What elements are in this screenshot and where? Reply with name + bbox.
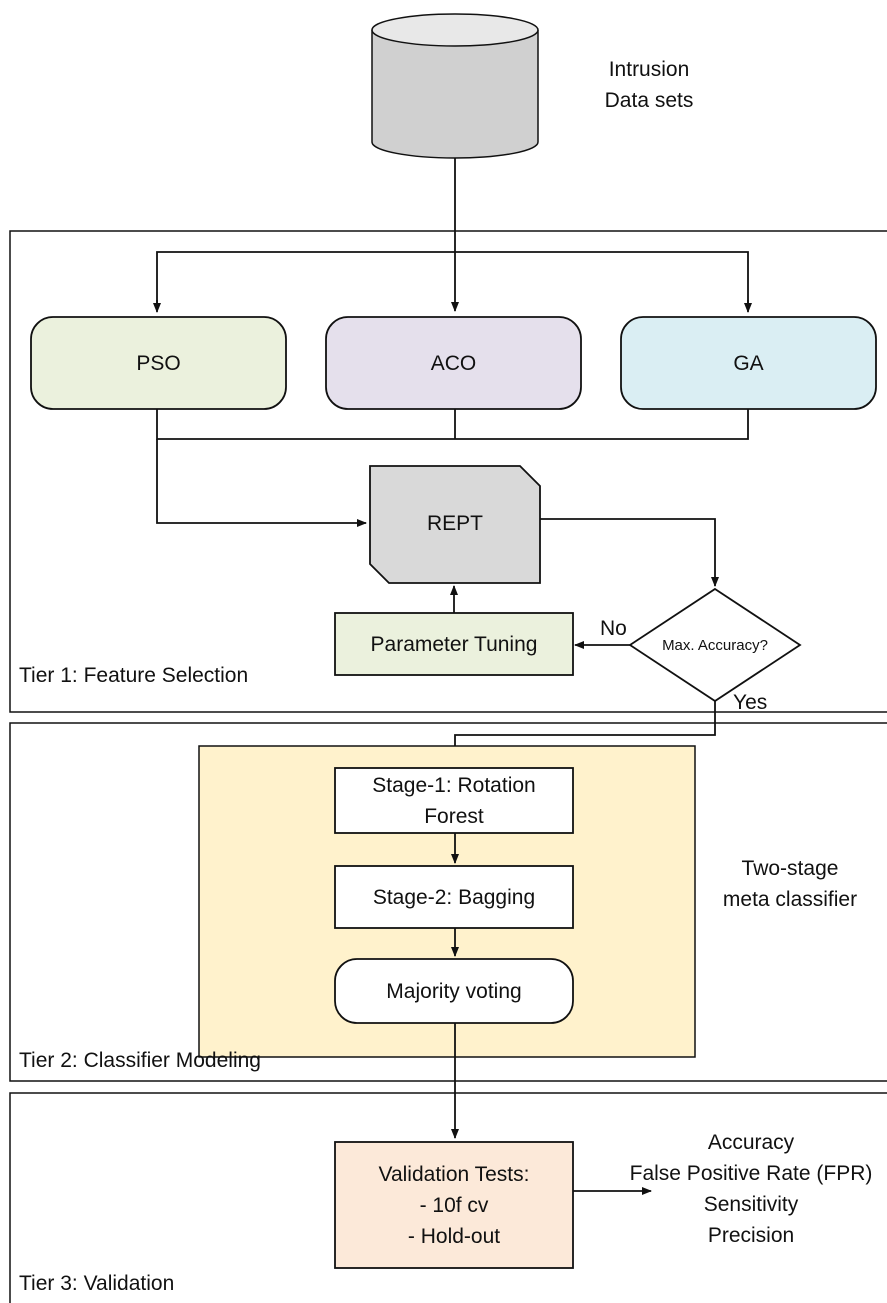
pso-label: PSO xyxy=(136,351,181,375)
connector-to-rept xyxy=(156,439,367,527)
stage1-label-line2: Forest xyxy=(424,804,484,828)
yes-label: Yes xyxy=(733,691,768,714)
connector-bottom-bus xyxy=(156,409,749,440)
validation-box xyxy=(334,1141,574,1269)
source-label-line2: Data sets xyxy=(604,89,694,112)
metrics-list: Accuracy False Positive Rate (FPR) Sensi… xyxy=(618,1127,884,1251)
ga-label: GA xyxy=(733,351,764,375)
meta-label-line2: meta classifier xyxy=(722,888,858,911)
connector-top-bus xyxy=(156,251,749,311)
metric-item: Sensitivity xyxy=(703,1193,799,1216)
validation-label-line3: - Hold-out xyxy=(407,1224,501,1248)
tier2-label: Tier 2: Classifier Modeling xyxy=(19,1049,261,1072)
metric-item: Precision xyxy=(707,1224,795,1247)
validation-label-line2: - 10f cv xyxy=(419,1193,489,1217)
parameter-tuning-label: Parameter Tuning xyxy=(370,632,538,656)
meta-label-line1: Two-stage xyxy=(741,857,839,880)
meta-classifier-label: Two-stage meta classifier xyxy=(700,853,880,915)
stage1-box xyxy=(334,767,574,834)
stage1-label: Stage-1: Rotation Forest xyxy=(335,768,573,833)
no-label: No xyxy=(600,617,627,640)
stage1-label-line1: Stage-1: Rotation xyxy=(372,773,536,797)
metric-item: Accuracy xyxy=(707,1131,795,1154)
stage2-label: Stage-2: Bagging xyxy=(372,885,536,909)
metric-item: False Positive Rate (FPR) xyxy=(629,1162,873,1185)
database-icon xyxy=(371,13,539,159)
parameter-tuning-box xyxy=(334,612,574,676)
voting-box xyxy=(334,958,574,1024)
tier3-label: Tier 3: Validation xyxy=(19,1272,175,1295)
decision-label: Max. Accuracy? xyxy=(662,636,768,654)
rept-label: REPT xyxy=(426,512,483,535)
validation-label: Validation Tests: - 10f cv - Hold-out xyxy=(335,1142,573,1268)
tier1-label: Tier 1: Feature Selection xyxy=(19,664,249,687)
aco-box xyxy=(325,316,582,410)
connector-rept-to-decision xyxy=(540,518,719,587)
voting-label: Majority voting xyxy=(386,979,522,1003)
validation-label-line1: Validation Tests: xyxy=(378,1162,530,1186)
stage2-box xyxy=(334,865,574,929)
aco-label: ACO xyxy=(430,351,477,375)
pso-box xyxy=(30,316,287,410)
rept-box xyxy=(369,465,541,584)
source-label-line1: Intrusion xyxy=(608,58,690,81)
source-label: Intrusion Data sets xyxy=(574,54,724,116)
